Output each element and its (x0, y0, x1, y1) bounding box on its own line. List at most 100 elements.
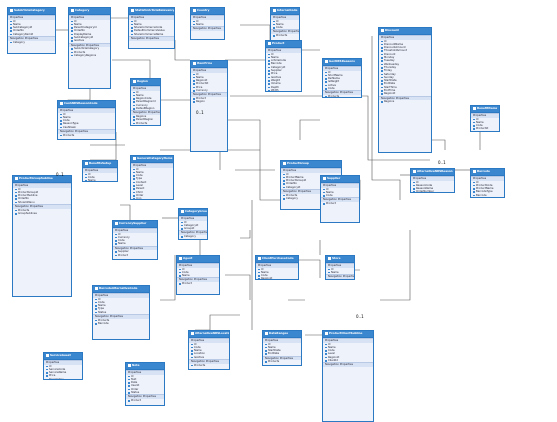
entity-name: BenefitsSetup (89, 161, 112, 165)
property-item: CategoryItemId (8, 33, 55, 36)
entity-header[interactable]: ProductGroupSubline (13, 176, 71, 183)
entity-header[interactable]: DataRanges (263, 331, 301, 338)
entity-header[interactable]: InternalCode (271, 8, 299, 15)
entity-icon (178, 257, 182, 261)
entity-header[interactable]: GeneralCategoryItems (131, 156, 173, 163)
entity-header[interactable]: ItemPrice (191, 61, 227, 68)
entity-header[interactable]: BenefitsSetup (83, 161, 117, 168)
navigation-section: Navigation Properties (113, 245, 157, 251)
multiplicity-label: 0..1 (196, 110, 204, 115)
entity-name: CurrencySupplier (119, 221, 147, 225)
entity-alternativenrslocationcode[interactable]: AlternativeNRSLocationCodePropertiesIdCo… (188, 330, 230, 370)
property-item: StartTime (379, 86, 431, 89)
navigation-section: Navigation Properties (177, 277, 219, 283)
property-item: Barcode (471, 194, 504, 197)
entity-header[interactable]: ServiceGuest (44, 353, 82, 360)
properties-section: Properties (471, 113, 499, 118)
entity-header[interactable]: Category (69, 8, 110, 15)
entity-header[interactable]: Product (266, 41, 301, 48)
entity-name: Region (137, 79, 148, 83)
entity-header[interactable]: CurrencySupplier (113, 221, 157, 228)
property-item: BarcodeType (471, 190, 504, 193)
entity-header[interactable]: Supplier (321, 176, 359, 183)
entity-header[interactable]: Discount (379, 28, 431, 35)
entity-icon (94, 287, 98, 291)
navigation-item: Barcode (93, 322, 149, 325)
multiplicity-label: 0..1 (56, 172, 64, 177)
entity-header[interactable]: Barcode (471, 169, 504, 176)
entity-header[interactable]: GenNRSReasons (323, 59, 361, 66)
entity-header[interactable]: ProductClientSubline (323, 331, 373, 338)
property-item: Price (471, 197, 504, 198)
navigation-item: Products (271, 34, 299, 37)
entity-header[interactable]: StatisticArticleRelevancy (129, 8, 174, 15)
navigation-item: Product (191, 97, 227, 100)
entity-header[interactable]: ProductGroup (281, 161, 341, 168)
property-item: Volume (266, 82, 301, 85)
entity-header[interactable]: SubArticleCategory (8, 8, 55, 15)
property-item: RsrName (323, 77, 361, 80)
entity-name: InternalCode (277, 8, 298, 12)
navigation-section: Navigation Properties (281, 189, 341, 194)
entity-icon (327, 257, 331, 261)
entity-header[interactable]: CategoryGroup (179, 209, 207, 216)
entity-header[interactable]: CashNRSReasonCode (58, 101, 115, 108)
entity-icon (324, 60, 328, 64)
property-item: Id (13, 188, 71, 191)
property-item: ClientId (323, 359, 373, 362)
navigation-item: Supplier (113, 250, 157, 253)
property-item: EndDate (263, 352, 301, 355)
connector (290, 259, 321, 278)
property-item: Code (321, 194, 359, 197)
entity-header[interactable]: AlternativeNRSLocationCode (189, 331, 229, 338)
properties-section: Properties (177, 263, 219, 268)
entity-header[interactable]: Store (326, 256, 354, 263)
property-item: GroupId (179, 227, 207, 230)
property-item: Child (131, 191, 173, 194)
entity-benefitssetup[interactable]: BenefitsSetupPropertiesIdCodeNameNavigat… (82, 160, 118, 182)
entity-header[interactable]: BarcodeAlternativeCode (93, 286, 149, 293)
property-item: Name (8, 23, 55, 26)
property-item: RegionId (379, 92, 431, 95)
entity-header[interactable]: Country (191, 8, 224, 15)
property-item: Description (44, 378, 82, 379)
entity-header[interactable]: Region (131, 79, 160, 86)
entity-header[interactable]: AlternativeNRSReason (411, 169, 454, 176)
navigation-section: Navigation Properties (323, 362, 373, 367)
entity-header[interactable]: ClientPurchaseCode (256, 256, 298, 263)
entity-header[interactable]: Note (126, 363, 164, 370)
entity-header[interactable]: Agent (177, 256, 219, 263)
properties-section: Properties (13, 183, 71, 188)
property-item: Id (179, 221, 207, 224)
navigation-item: Regions (131, 115, 160, 118)
entity-header[interactable]: BenefitItems (471, 106, 499, 113)
property-item: Discount (379, 53, 431, 56)
